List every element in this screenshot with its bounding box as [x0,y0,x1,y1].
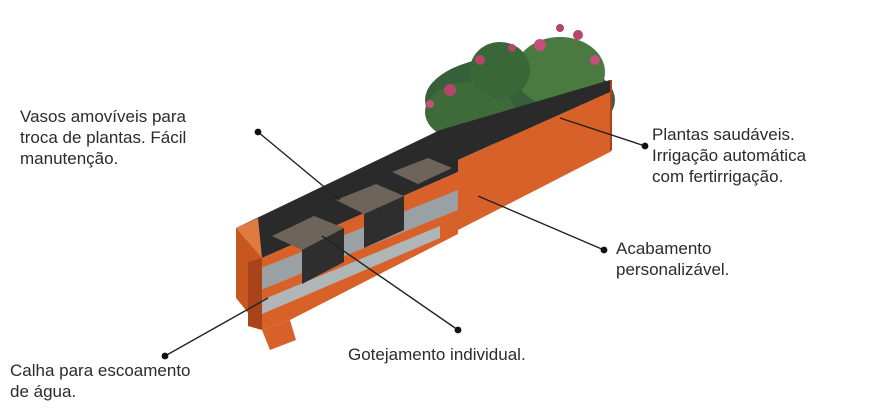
label-line: personalizável. [616,260,730,279]
label-acabamento: Acabamento personalizável. [616,238,729,280]
label-line: troca de plantas. Fácil [20,128,187,147]
label-line: Plantas saudáveis. [652,125,795,144]
label-plantas-saudaveis: Plantas saudáveis. Irrigação automática … [652,124,806,187]
label-line: Vasos amovíveis para [20,107,186,126]
leader-lines [164,117,646,357]
label-vasos-amoviveis: Vasos amovíveis para troca de plantas. F… [20,106,186,169]
label-line: Acabamento [616,239,712,258]
label-line: com fertirrigação. [652,167,784,186]
leader-plantas [559,117,646,147]
label-line: de água. [10,382,77,401]
label-line: Irrigação automática [652,146,807,165]
label-gotejamento: Gotejamento individual. [348,344,526,365]
label-line: Gotejamento individual. [348,345,526,364]
leader-gotejamento [321,235,459,331]
label-line: Calha para escoamento [10,361,191,380]
leader-calha [164,297,269,357]
planter-body [236,80,612,350]
label-line: manutenção. [20,149,119,168]
leader-acabamento [477,195,605,251]
leader-dots [161,128,649,360]
label-calha: Calha para escoamento de água. [10,360,191,402]
leader-vasos [257,131,341,201]
